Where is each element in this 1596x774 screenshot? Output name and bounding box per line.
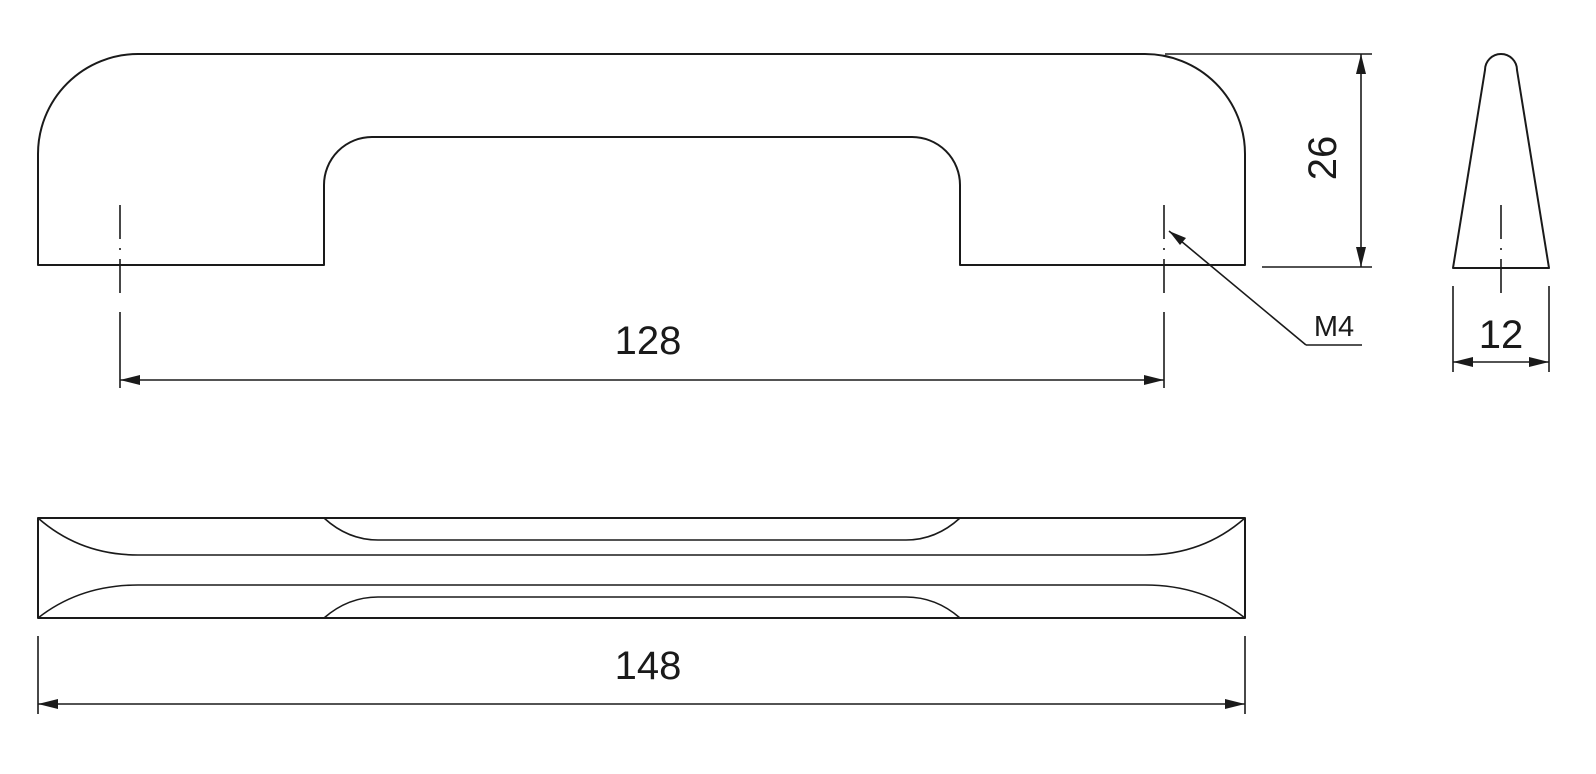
top-view: 148: [37, 517, 1246, 714]
dim-128-arrow-left: [120, 375, 140, 385]
dim-148-arrow-right: [1225, 699, 1245, 709]
dim-26-arrow-top: [1356, 54, 1366, 74]
dim-12-arrow-left: [1453, 357, 1473, 367]
dim-26-arrow-bottom: [1356, 247, 1366, 267]
dim-128-arrow-right: [1144, 375, 1164, 385]
dim-26-label: 26: [1301, 136, 1345, 181]
dim-12-label: 12: [1479, 313, 1524, 357]
front-view: 128 26 M4: [37, 53, 1372, 388]
m4-leader-arrow: [1169, 231, 1186, 245]
dim-128-label: 128: [615, 319, 682, 363]
m4-leader-line: [1168, 230, 1307, 346]
top-view-upper-recess: [323, 517, 961, 541]
top-view-upper-profile: [37, 517, 1246, 556]
top-view-lower-profile: [37, 584, 1246, 619]
side-view-outline: [1452, 53, 1550, 269]
dim-148-arrow-left: [38, 699, 58, 709]
side-view: 12: [1452, 53, 1550, 372]
m4-thread-label: M4: [1314, 311, 1354, 343]
top-view-lower-recess: [323, 596, 961, 619]
front-view-outline: [37, 53, 1246, 266]
dim-12-arrow-right: [1529, 357, 1549, 367]
top-view-outer-frame: [37, 517, 1246, 619]
dim-148-label: 148: [615, 644, 682, 688]
